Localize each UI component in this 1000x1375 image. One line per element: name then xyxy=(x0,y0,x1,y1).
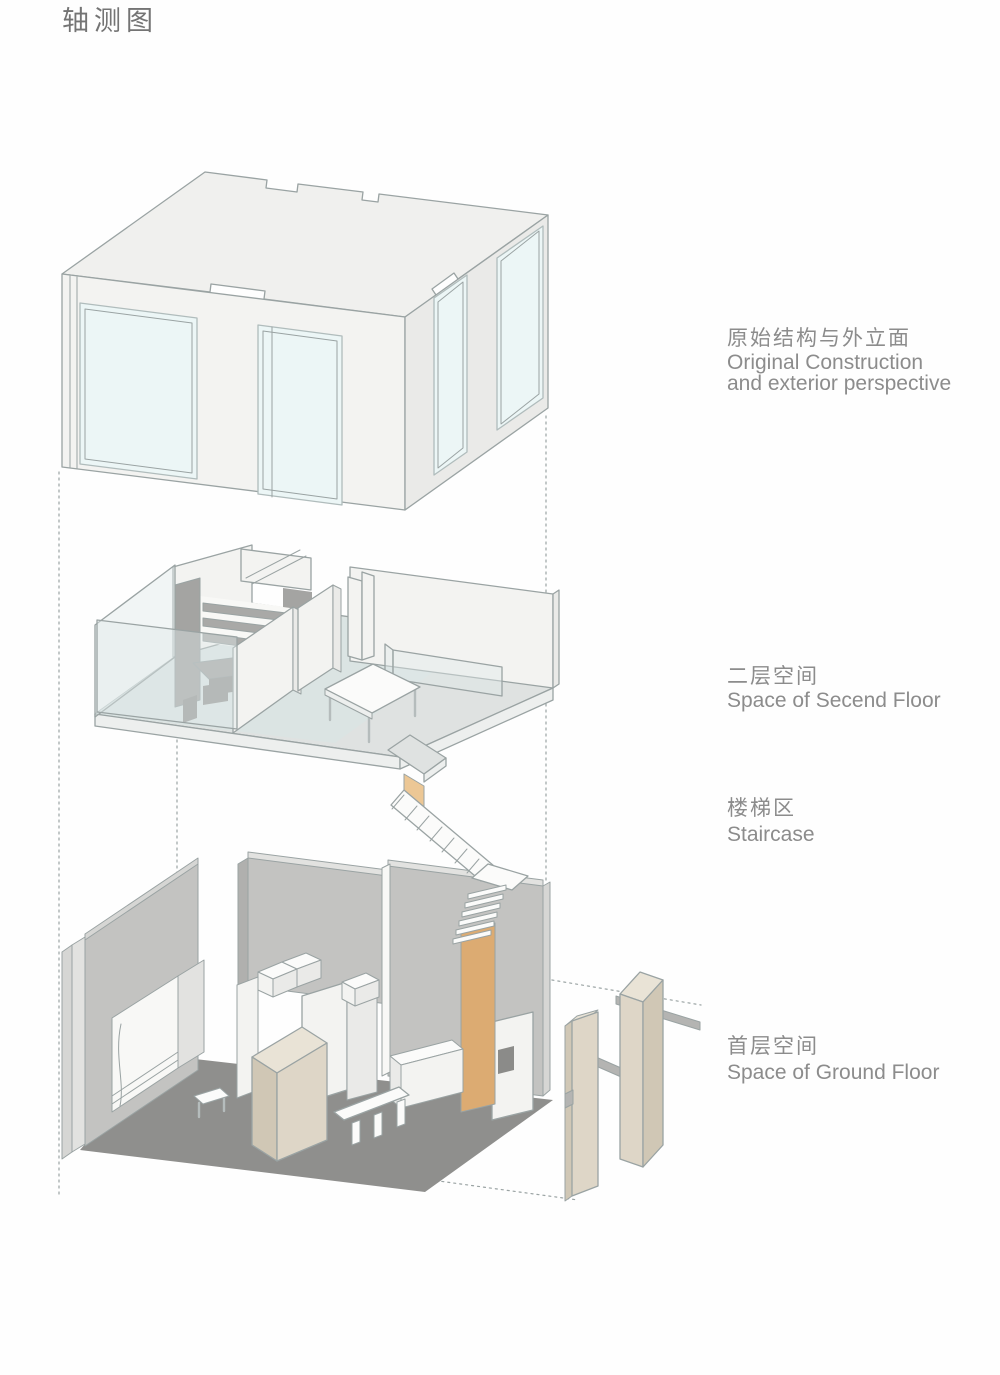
staircase xyxy=(390,789,529,945)
sliding-panels xyxy=(564,971,701,1202)
door-panel-small-face xyxy=(571,1011,599,1197)
glass-balustrade xyxy=(392,649,503,697)
track-rail-upper-right xyxy=(660,1009,701,1031)
table-edge xyxy=(324,688,373,720)
lower-tread-2 xyxy=(464,893,504,909)
box-3-side xyxy=(354,979,380,1007)
second-floor-east-wall-edge xyxy=(552,589,560,689)
label-original-en1: Original Construction xyxy=(727,351,923,374)
page-title: 轴测图 xyxy=(62,6,158,36)
side-table-legs xyxy=(197,1095,226,1119)
desk-chair xyxy=(203,682,228,705)
door-panel-large-side xyxy=(642,979,664,1168)
lower-tread-3 xyxy=(461,902,501,918)
lower-tread-6 xyxy=(452,929,492,945)
window-1 xyxy=(79,302,198,480)
side-table-top xyxy=(193,1087,230,1105)
window-3-frame xyxy=(437,281,464,469)
niche-slot xyxy=(498,1046,514,1074)
label-second-floor-en: Space of Secend Floor xyxy=(727,689,941,712)
label-second-floor-zh: 二层空间 xyxy=(727,665,819,688)
window-1-frame xyxy=(84,308,193,474)
label-original-en2: and exterior perspective xyxy=(727,372,951,395)
beige-volume-front xyxy=(276,1042,328,1162)
stair-wall-panel xyxy=(460,922,496,1113)
upper-flight-treads xyxy=(391,794,480,874)
label-staircase-en: Staircase xyxy=(727,823,815,846)
shelf-side-panel xyxy=(174,577,201,708)
west-wall-return xyxy=(177,959,205,1069)
window-3 xyxy=(433,274,468,476)
lower-tread-5 xyxy=(455,920,495,936)
closet-volume xyxy=(240,548,312,591)
glass-wall-northwest xyxy=(94,564,176,718)
stair-mid-landing xyxy=(471,863,529,891)
window-sill-lines xyxy=(111,1051,179,1105)
window-2 xyxy=(257,324,343,506)
lower-tread-1 xyxy=(467,884,507,900)
column-b xyxy=(361,571,375,661)
label-original-zh: 原始结构与外立面 xyxy=(727,327,911,350)
bench-top xyxy=(333,1086,410,1121)
shelf-side-blade xyxy=(183,695,197,723)
label-staircase-zh: 楼梯区 xyxy=(727,797,796,820)
bench-leg-left xyxy=(351,1119,361,1146)
window-2-frame xyxy=(262,330,338,500)
label-ground-floor-zh: 首层空间 xyxy=(727,1035,819,1058)
glass-wall-southwest xyxy=(96,619,238,730)
bench-leg-right xyxy=(396,1098,406,1128)
column-a xyxy=(347,576,363,661)
window-4 xyxy=(496,225,544,431)
labels: 轴测图 原始结构与外立面 Original Construction and e… xyxy=(62,6,951,1084)
slab-edge-right xyxy=(399,687,554,770)
facade-corner-lines xyxy=(69,275,78,470)
exterior-volume xyxy=(61,171,549,511)
east-wall-right-edge xyxy=(542,881,551,1097)
west-wall-pilaster-inner xyxy=(71,936,86,1153)
guide-line-panels-bottom xyxy=(423,1178,579,1201)
lower-tread-4 xyxy=(458,911,498,927)
box-2-side xyxy=(296,959,322,988)
east-wall-left-strip xyxy=(381,863,391,1077)
second-floor-volume xyxy=(94,544,560,829)
ground-floor-volume xyxy=(61,851,553,1192)
partition-wall-b-edge xyxy=(332,584,342,673)
closet-cap-lines xyxy=(245,549,307,585)
stair-landing-edge xyxy=(423,757,447,783)
bench-leg-mid xyxy=(373,1111,383,1139)
center-wall-edge xyxy=(237,857,249,993)
door-panel-small-edge xyxy=(564,1020,573,1202)
beige-volume-left xyxy=(251,1056,278,1162)
door-handle xyxy=(564,1089,574,1109)
label-ground-floor-en: Space of Ground Floor xyxy=(727,1061,939,1084)
curtain-line xyxy=(118,1023,122,1107)
door-panel-large-face xyxy=(619,993,644,1168)
table-legs xyxy=(328,688,417,744)
window-4-frame xyxy=(500,230,540,425)
west-wall-pilaster-outer xyxy=(61,944,73,1160)
